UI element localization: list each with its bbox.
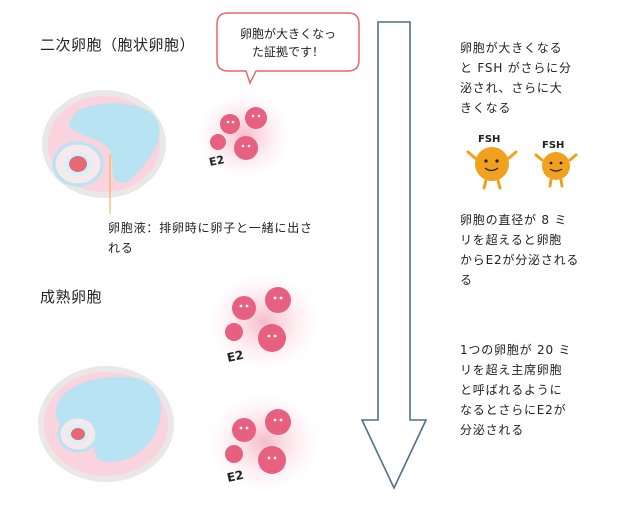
follicular-fluid-line-1: 卵胞液：排卵時に卵子と一緒に出さ <box>108 221 313 235</box>
note-3-line-5: 分泌される <box>460 423 525 437</box>
e2-label: E2 <box>208 153 226 169</box>
e2-label: E2 <box>226 348 245 365</box>
speech-bubble: 卵胞が大きくなっ た証拠です！ <box>216 12 360 85</box>
note-3-line-2: リを超え主席卵胞 <box>460 363 563 377</box>
fsh-label-1: FSH <box>478 134 500 145</box>
fsh-character-1: FSH <box>466 134 518 190</box>
e2-hormone-cluster-2: E2 <box>208 272 320 372</box>
follicular-fluid-note: 卵胞液：排卵時に卵子と一緒に出さ れる <box>108 218 358 258</box>
note-3-line-1: 1つの卵胞が 20 ミ <box>460 343 572 357</box>
note-2-line-1: 卵胞の直径が 8 ミ <box>460 213 568 227</box>
fsh-label-2: FSH <box>542 140 564 151</box>
down-arrow <box>360 21 428 490</box>
fsh-characters: FSH FSH <box>466 134 578 190</box>
follicular-fluid-line-2: れる <box>108 241 134 255</box>
note-3-line-3: と呼ばれるように <box>460 383 563 397</box>
note-dominant-follicle: 1つの卵胞が 20 ミ リを超え主席卵胞 と呼ばれるように なるとさらにE2が … <box>460 340 610 440</box>
note-1-line-2: と FSH がさらに分 <box>460 61 572 75</box>
callout-line-2: た証拠です！ <box>251 45 324 59</box>
note-2-line-3: からE2が分泌される <box>460 253 580 267</box>
note-1-line-1: 卵胞が大きくなる <box>460 41 563 55</box>
secondary-follicle-heading: 二次卵胞（胞状卵胞） <box>40 36 196 54</box>
note-1-line-3: 泌され、さらに大 <box>460 81 563 95</box>
mature-follicle-heading: 成熟卵胞 <box>40 288 103 306</box>
e2-hormone-cluster-3: E2 <box>208 392 320 492</box>
e2-hormone-cluster-1: E2 <box>196 92 292 180</box>
callout-line-1: 卵胞が大きくなっ <box>239 27 336 41</box>
note-3-line-4: なるとさらにE2が <box>460 403 567 417</box>
secondary-follicle-illustration <box>42 90 166 214</box>
note-2-line-4: る <box>460 273 473 287</box>
fsh-character-2: FSH <box>534 140 578 188</box>
e2-label: E2 <box>226 468 245 485</box>
note-1-line-4: きくなる <box>460 101 512 115</box>
mature-follicle-illustration <box>38 366 174 482</box>
note-fsh: 卵胞が大きくなる と FSH がさらに分 泌され、さらに大 きくなる <box>460 38 600 118</box>
note-e2-8mm: 卵胞の直径が 8 ミ リを超えると卵胞 からE2が分泌される る <box>460 210 610 290</box>
note-2-line-2: リを超えると卵胞 <box>460 233 563 247</box>
